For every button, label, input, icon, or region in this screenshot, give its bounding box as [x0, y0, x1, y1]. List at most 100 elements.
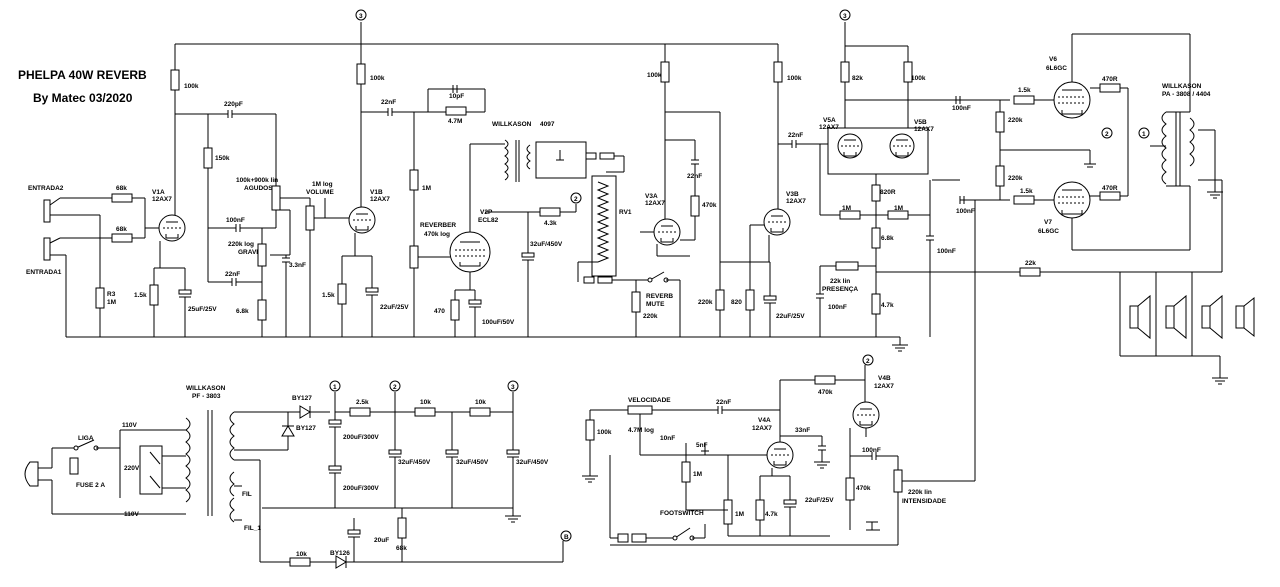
rv1-label: RV1	[619, 209, 632, 216]
pot-velocidade	[627, 405, 653, 415]
node-label: B	[564, 534, 569, 541]
rca-connector	[585, 152, 625, 173]
resistor-1m	[409, 169, 419, 191]
diode-by126	[335, 555, 347, 569]
title-line2: By Matec 03/2020	[33, 91, 133, 105]
r68k-label: 68k	[116, 226, 127, 233]
resistor-10k	[469, 407, 491, 417]
node-label: 2	[866, 358, 870, 365]
resistor-470k	[814, 375, 836, 385]
diode-by127	[299, 405, 311, 419]
v4a-type: 12AX7	[752, 425, 772, 432]
tube-v4b	[852, 401, 880, 429]
fil-label: FIL	[242, 491, 252, 498]
r820r-label: 820R	[880, 189, 896, 196]
graves-pot-value: 220k log	[228, 241, 254, 248]
v110a-label: 110V	[122, 422, 137, 429]
cap-32uf	[521, 252, 535, 258]
r1m-label: 1M	[693, 471, 702, 478]
v4b-label: V4B	[878, 375, 891, 382]
cap-32uf	[445, 449, 459, 455]
tube-v2p	[449, 231, 491, 273]
tube-v6	[1053, 81, 1091, 119]
footswitch-jack	[609, 455, 728, 543]
v4b-type: 12AX7	[874, 383, 894, 390]
by127-label: BY127	[296, 425, 316, 432]
by126-label: BY126	[330, 550, 350, 557]
resistor-100k	[356, 63, 366, 85]
node-1-marker	[329, 380, 341, 392]
v1a-type: 12AX7	[152, 196, 172, 203]
out-transformer-label: WILLKASON	[1162, 83, 1202, 90]
resistor-1m	[681, 461, 691, 483]
tank-model-label: 4097	[540, 121, 555, 128]
v6-label: V6	[1049, 56, 1057, 63]
velocidade-pot-value: 4.7M log	[628, 427, 654, 434]
c32uf-label: 32uF/450V	[516, 459, 549, 466]
r10k-label: 10k	[296, 551, 307, 558]
r100k-label: 100k	[911, 75, 926, 82]
resistor-1k5	[1013, 95, 1035, 105]
c22nf-label: 22nF	[381, 99, 396, 106]
r220k-label: 220k	[1008, 117, 1023, 124]
r220k-label: 220k	[698, 299, 713, 306]
tank-transformer-label: WILLKASON	[492, 121, 532, 128]
resistor-68k	[111, 233, 133, 243]
resistor-1k5	[1013, 195, 1035, 205]
resistor-1k5	[337, 283, 347, 305]
resistor-4m7	[445, 106, 467, 116]
ground-rail	[66, 336, 908, 352]
v1b-label: V1B	[370, 189, 383, 196]
r68k-label: 68k	[116, 185, 127, 192]
by127-label: BY127	[292, 395, 312, 402]
cap-200uf	[328, 419, 342, 425]
node-label: 2	[1105, 131, 1109, 138]
r4k3-label: 4.3k	[544, 220, 557, 227]
r470k-label: 470k	[702, 202, 717, 209]
r6k8-label: 6.8k	[881, 235, 894, 242]
resistor-820r	[871, 184, 881, 202]
input-jack-entrada2	[43, 197, 115, 223]
v1b-type: 12AX7	[370, 196, 390, 203]
pot-volume	[305, 205, 315, 231]
cap-22uf	[365, 287, 379, 293]
c100uf-label: 100uF/50V	[482, 319, 515, 326]
r470k-label: 470k	[818, 389, 833, 396]
cap-100uf	[468, 299, 482, 305]
resistor-100k	[773, 61, 783, 83]
resistor-470r	[1099, 191, 1121, 201]
r10k-label: 10k	[420, 399, 431, 406]
r10k-label: 10k	[475, 399, 486, 406]
node-label: 1	[1142, 131, 1146, 138]
svg-text:3: 3	[359, 13, 363, 20]
v2p-type: ECL82	[478, 217, 499, 224]
v7-type: 6L6GC	[1038, 228, 1059, 235]
v5a-label: V5A	[823, 117, 836, 124]
resistor-100k	[660, 61, 670, 83]
c100nf-label: 100nF	[862, 447, 881, 454]
c22nf-label: 22nF	[716, 399, 731, 406]
v1a-label: V1A	[152, 189, 165, 196]
r1m-label: 1M	[422, 185, 431, 192]
cap-22uf	[783, 499, 797, 505]
r100k-label: 100k	[787, 75, 802, 82]
c22nf-label: 22nF	[788, 132, 803, 139]
c22nf-label: 22nF	[225, 271, 240, 278]
resistor-220k	[995, 165, 1005, 187]
r470r-label: 470R	[1102, 185, 1118, 192]
pot-agudos	[271, 185, 281, 211]
resistor-r3	[95, 287, 105, 309]
c100nf-label: 100nF	[226, 217, 245, 224]
v5b-label: V5B	[914, 119, 927, 126]
c100nf-label: 100nF	[952, 105, 971, 112]
speaker-icon	[1235, 305, 1245, 329]
node-2-marker	[1101, 127, 1113, 139]
fuse	[69, 457, 79, 475]
power-transformer-model: PF - 3803	[192, 393, 221, 400]
entrada2-label: ENTRADA2	[28, 185, 64, 192]
node-3-marker: 3	[839, 9, 851, 21]
r1m-label: 1M	[842, 205, 851, 212]
c100nf-label: 100nF	[937, 248, 956, 255]
r82k-label: 82k	[852, 75, 863, 82]
r1m-label: 1M	[735, 511, 744, 518]
